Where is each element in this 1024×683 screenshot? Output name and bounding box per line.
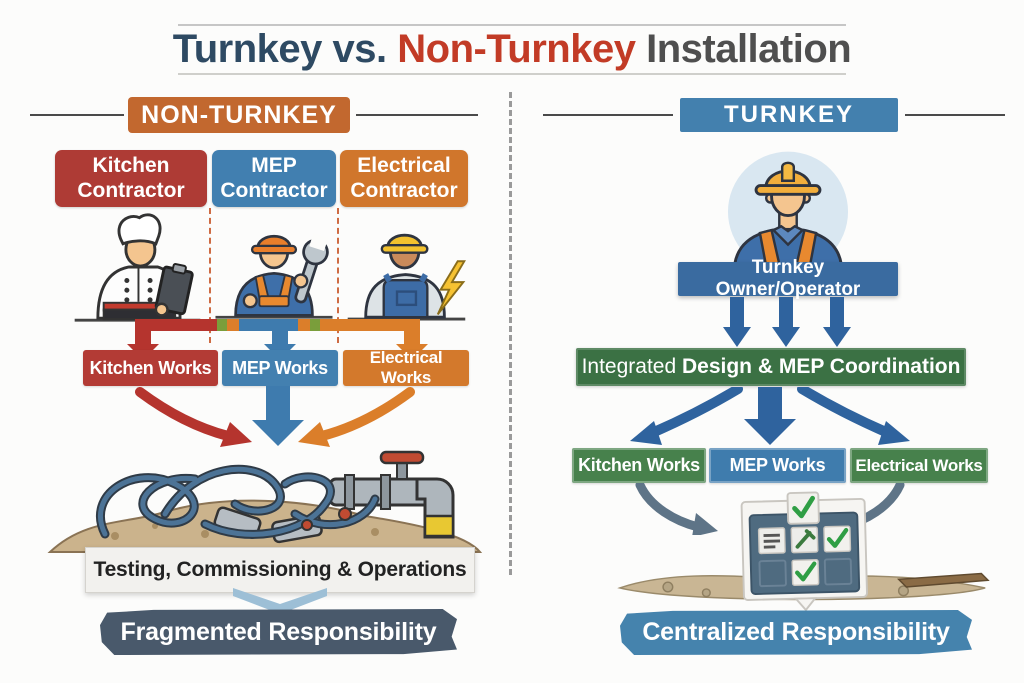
contractor-column-separator-2 (337, 208, 339, 343)
integrated-design-box: Integrated Design & MEP Coordination (576, 348, 966, 386)
mep-contractor-box: MEP Contractor (212, 150, 336, 207)
turnkey-header-rule-right (905, 114, 1005, 116)
construction-worker-illustration (727, 151, 849, 264)
right-electrical-works-box: Electrical Works (850, 448, 988, 483)
left-mep-works-box: MEP Works (222, 350, 338, 386)
turnkey-header-rule-left (543, 114, 673, 116)
center-dashed-divider (509, 92, 512, 575)
contractor-column-separator-1 (209, 208, 211, 343)
integration-to-works-arrows (630, 387, 910, 445)
electrical-contractor-line1: Electrical (357, 154, 451, 178)
tangled-pipes-illustration (47, 450, 483, 553)
left-converging-arrows (135, 386, 415, 447)
title-bottom-rule (178, 73, 846, 75)
right-kitchen-works-box: Kitchen Works (572, 448, 706, 483)
integration-label-rest: Design & MEP Coordination (676, 355, 961, 378)
electrical-contractor-box: Electrical Contractor (340, 150, 468, 207)
electrical-contractor-line2: Contractor (350, 178, 458, 202)
title-installation-text: Installation (635, 27, 852, 71)
nonturnkey-header-rule-right (356, 114, 478, 116)
left-kitchen-works-box: Kitchen Works (83, 350, 218, 386)
kitchen-contractor-line1: Kitchen (92, 154, 170, 178)
mep-worker-illustration (215, 233, 333, 319)
title-top-rule (178, 24, 846, 26)
mep-contractor-line2: Contractor (220, 178, 328, 202)
funnel-arrow-icon (233, 588, 327, 614)
centralized-responsibility-banner: Centralized Responsibility (620, 610, 972, 655)
fragmented-responsibility-banner: Fragmented Responsibility (100, 609, 457, 655)
electrician-illustration (347, 233, 466, 321)
title-nonturnkey-text: Non-Turnkey (397, 27, 636, 71)
turnkey-owner-banner: Turnkey Owner/Operator (678, 257, 898, 300)
kitchen-contractor-box: Kitchen Contractor (55, 150, 207, 207)
integration-label-prefix: Integrated (581, 355, 677, 378)
testing-commissioning-box: Testing, Commissioning & Operations (85, 547, 475, 593)
page-title: Turnkey vs. Non-Turnkey Installation (0, 27, 1024, 72)
nonturnkey-header: NON-TURNKEY (128, 97, 350, 133)
nonturnkey-header-rule-left (30, 114, 124, 116)
right-mep-works-box: MEP Works (709, 448, 846, 483)
kitchen-contractor-line2: Contractor (77, 178, 185, 202)
checklist-illustration (617, 491, 990, 612)
owner-to-integration-arrows (723, 297, 851, 347)
left-electrical-works-box: Electrical Works (343, 348, 469, 387)
mep-contractor-line1: MEP (251, 154, 297, 178)
turnkey-header: TURNKEY (680, 98, 898, 132)
title-turnkey-text: Turnkey vs. (172, 27, 398, 71)
chef-illustration (74, 213, 201, 322)
